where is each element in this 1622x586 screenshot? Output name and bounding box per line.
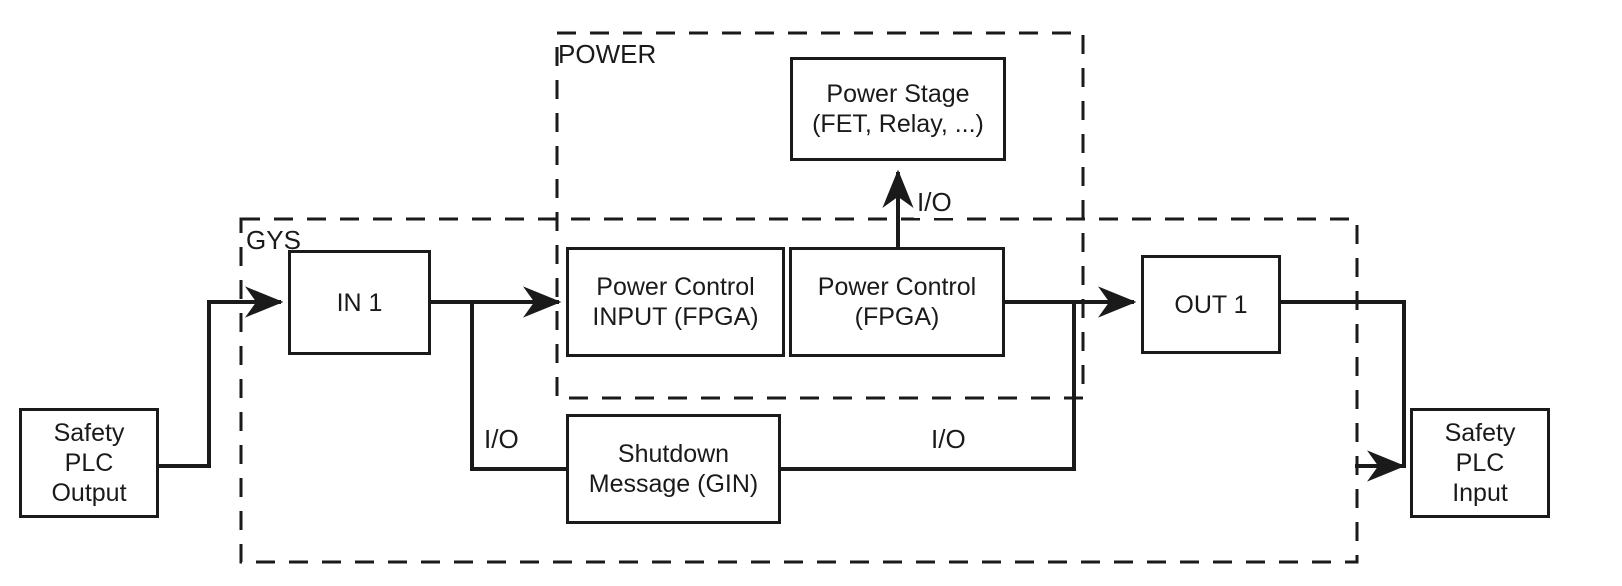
edge-shutdown-to-out1-line — [781, 302, 1076, 471]
node-safety-plc-input[interactable]: Safety PLC Input — [1410, 408, 1550, 518]
edge-in1-to-shutdown — [470, 302, 566, 471]
group-label-gys: GYS — [246, 225, 301, 255]
gys-group-frame — [239, 217, 1359, 564]
node-label-safety-plc-output: Safety PLC Output — [51, 419, 127, 507]
node-power-stage[interactable]: Power Stage (FET, Relay, ...) — [790, 57, 1006, 161]
node-label-in-1: IN 1 — [336, 288, 383, 317]
edge-out1-to-plcin — [1281, 300, 1406, 468]
node-label-safety-plc-input: Safety PLC Input — [1444, 419, 1516, 507]
edge-label-io-shutdown-out: I/O — [928, 424, 969, 455]
node-label-out-1: OUT 1 — [1174, 290, 1248, 319]
edge-out1-to-plcin-final — [1281, 300, 1406, 468]
node-label-power-control-fpga: Power Control (FPGA) — [817, 273, 977, 331]
group-label-power: POWER — [558, 39, 657, 69]
node-shutdown-message-gin[interactable]: Shutdown Message (GIN) — [566, 414, 781, 524]
node-label-power-stage: Power Stage (FET, Relay, ...) — [812, 80, 984, 138]
node-out-1[interactable]: OUT 1 — [1141, 255, 1281, 354]
node-label-power-control-input-fpga: Power Control INPUT (FPGA) — [592, 273, 759, 331]
edge-plcout-to-in1 — [159, 286, 284, 468]
node-safety-plc-output[interactable]: Safety PLC Output — [19, 408, 159, 518]
edge-label-io-power-stage: I/O — [914, 187, 955, 218]
power-group-frame — [555, 31, 1085, 400]
node-power-control-fpga[interactable]: Power Control (FPGA) — [789, 247, 1005, 357]
node-in-1[interactable]: IN 1 — [288, 250, 431, 355]
node-power-control-input-fpga[interactable]: Power Control INPUT (FPGA) — [566, 247, 785, 357]
node-label-shutdown-message-gin: Shutdown Message (GIN) — [588, 440, 759, 498]
edge-label-io-shutdown-in: I/O — [481, 424, 522, 455]
